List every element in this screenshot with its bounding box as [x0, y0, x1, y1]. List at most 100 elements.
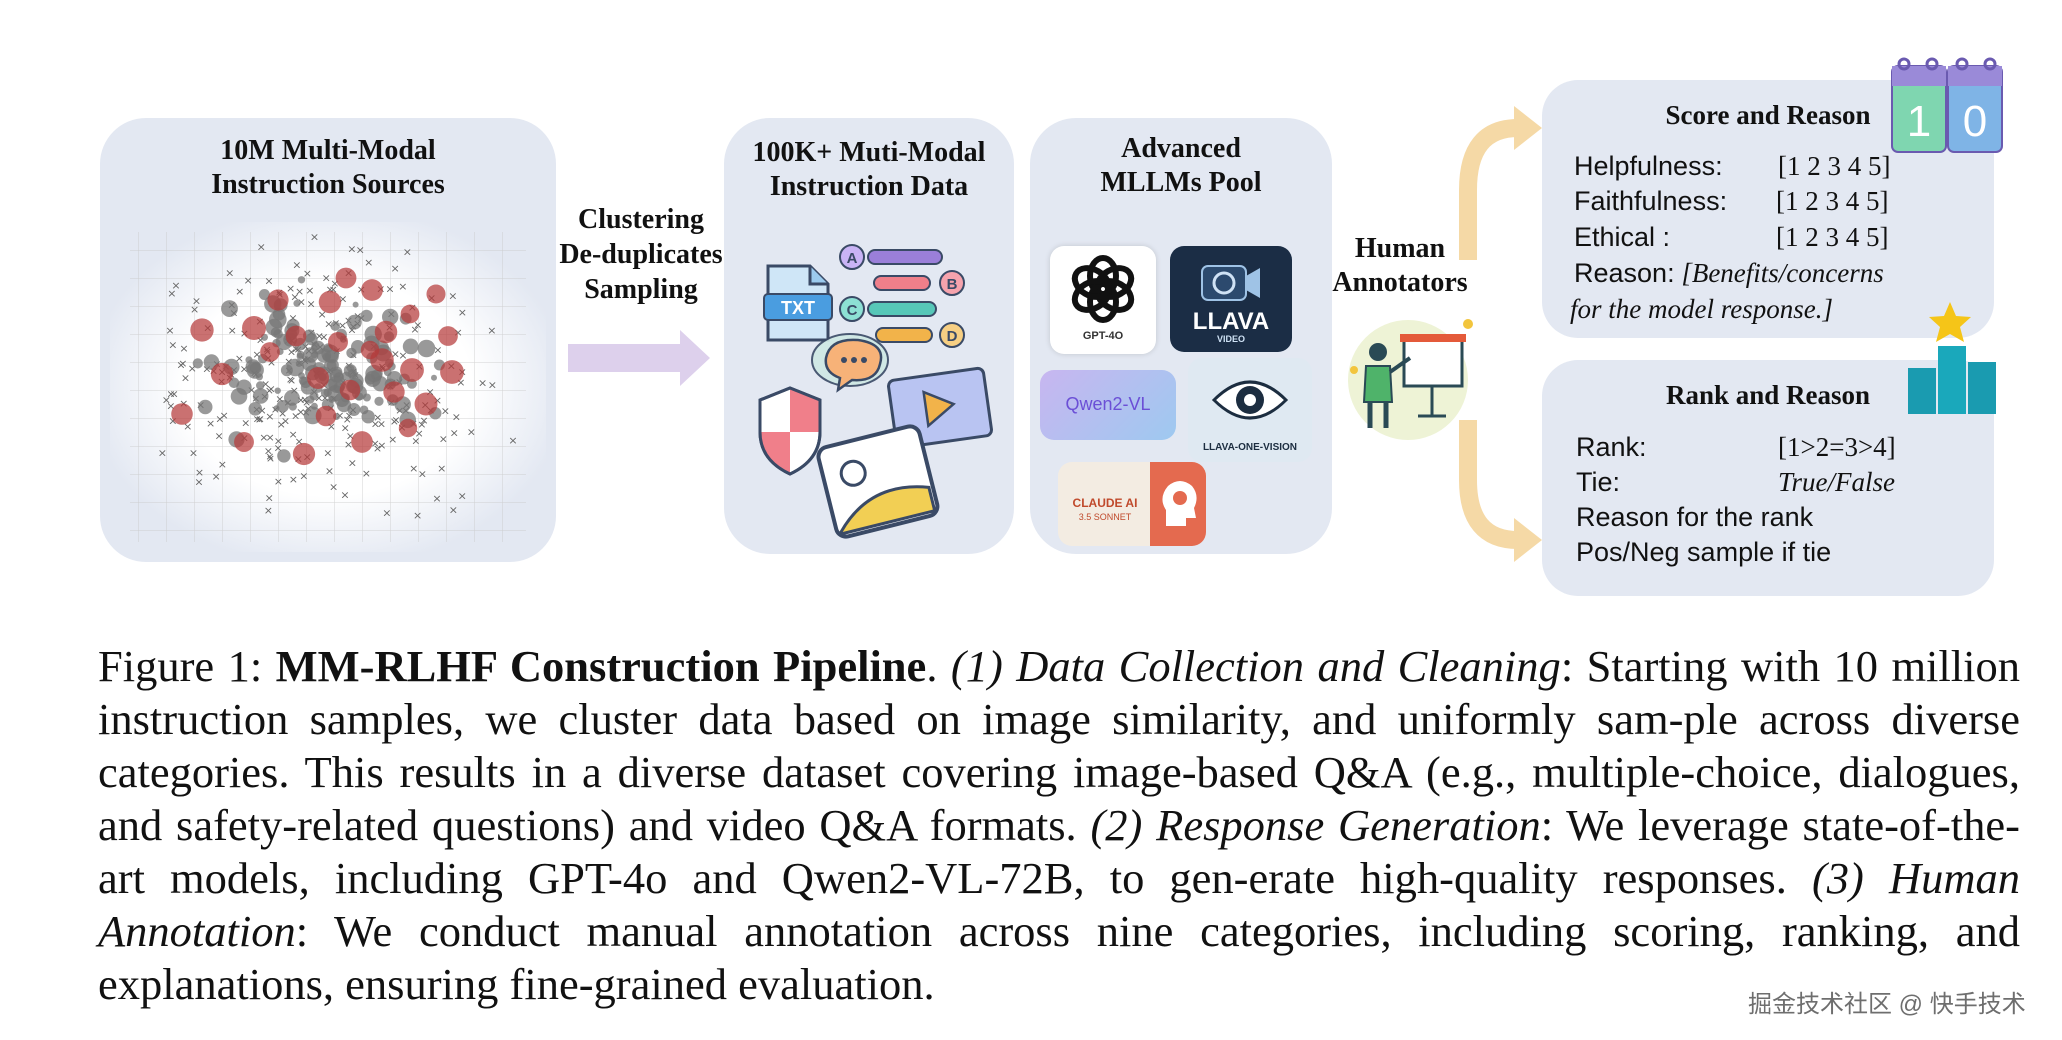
clustering-label: Clustering De-duplicates Sampling: [559, 204, 723, 305]
scatter-cluster-center: [234, 432, 254, 452]
scatter-cross: ×: [385, 283, 394, 296]
safety-shield-icon: [758, 386, 822, 476]
scatter-blob: [372, 376, 388, 392]
scatter-cross: ×: [321, 392, 330, 405]
scatter-cross: ×: [257, 240, 266, 253]
scatter-cross: ×: [176, 358, 185, 371]
scatter-cross: ×: [439, 433, 448, 446]
scatter-cross: ×: [347, 323, 356, 336]
scatter-cluster-center: [400, 304, 420, 324]
scatter-blob: [296, 350, 305, 359]
rank-row-pos-neg: Pos/Neg sample if tie: [1576, 537, 1832, 567]
figure-caption: Figure 1: MM-RLHF Construction Pipeline.…: [98, 641, 2021, 1009]
scatter-cross: ×: [323, 447, 332, 460]
scatter-cross: ×: [319, 331, 328, 344]
scatter-cluster-center: [414, 392, 438, 416]
score-row-ethical: Ethical :: [1574, 222, 1671, 252]
scatter-cross: ×: [433, 344, 442, 357]
scatter-cross: ×: [244, 274, 253, 287]
scatter-cluster-center: [242, 316, 266, 340]
scatter-cluster-center: [440, 360, 464, 384]
caption-title: MM-RLHF Construction Pipeline: [275, 641, 927, 691]
scatter-cross: ×: [267, 383, 276, 396]
scatter-cross: ×: [168, 339, 177, 352]
scatter-cluster-center: [339, 379, 361, 401]
llava-label: LLAVA: [1192, 308, 1270, 335]
scatter-cross: ×: [373, 411, 382, 424]
scatter-blob: [328, 395, 336, 403]
svg-text:B: B: [947, 276, 958, 293]
openai-knot-icon: [1071, 255, 1135, 323]
scatter-blob: [347, 369, 358, 379]
scatter-cross: ×: [441, 405, 450, 418]
scatter-cross: ×: [487, 324, 496, 337]
scatter-cluster-center: [398, 418, 418, 438]
scatter-cross: ×: [292, 258, 301, 271]
qwen2-vl-logo: Qwen2-VL: [1040, 370, 1176, 440]
llava-one-vision-logo: LLAVA-ONE-VISION: [1188, 358, 1312, 462]
scatter-blob: [333, 372, 345, 383]
svg-text:C: C: [847, 302, 858, 319]
scatter-blob: [252, 388, 269, 404]
scatter-cluster-center: [438, 326, 458, 346]
scatter-cross: ×: [179, 342, 188, 355]
scatter-cluster-center: [260, 342, 280, 362]
scatter-cluster-center: [426, 284, 446, 304]
scatter-cross: ×: [329, 283, 338, 296]
rank-value-tie: True/False: [1778, 467, 1896, 497]
scatter-cluster-center: [171, 403, 193, 425]
scatter-cross: ×: [265, 450, 274, 463]
scatter-cross: ×: [289, 428, 298, 441]
scatter-cross: ×: [356, 243, 365, 256]
scatter-cross: ×: [415, 427, 424, 440]
scatter-cross: ×: [166, 388, 175, 401]
scatter-cross: ×: [181, 372, 190, 385]
scatter-cross: ×: [256, 412, 265, 425]
scatter-cross: ×: [299, 470, 308, 483]
scatter-cross: ×: [166, 400, 175, 413]
scatter-cross: ×: [324, 317, 333, 330]
eye-icon: [1211, 380, 1289, 420]
scatter-cross: ×: [158, 446, 167, 459]
scatter-cross: ×: [178, 357, 187, 370]
scatter-cross: ×: [449, 503, 458, 516]
scatter-blob: [347, 403, 361, 416]
scatter-cross: ×: [343, 413, 352, 426]
scatter-cross: ×: [189, 447, 198, 460]
scatter-blob: [402, 338, 419, 355]
svg-text:D: D: [947, 328, 958, 345]
scatter-blob: [258, 289, 270, 300]
scatter-cross: ×: [314, 392, 323, 405]
scatter-cross: ×: [338, 292, 347, 305]
score-value-helpfulness: [1 2 3 4 5]: [1778, 151, 1891, 181]
scatter-cross: ×: [448, 290, 457, 303]
scatter-cross: ×: [171, 279, 180, 292]
score-row-helpfulness: Helpfulness:: [1574, 151, 1723, 181]
scatter-cross: ×: [347, 243, 356, 256]
claude-ai-label: CLAUDE AI: [1072, 496, 1138, 510]
human-annotators-label: Human Annotators: [1332, 233, 1468, 298]
scatter-cross: ×: [398, 280, 407, 293]
scatter-cluster-center: [374, 320, 398, 344]
scatter-cluster-center: [383, 381, 405, 403]
scatter-blob: [346, 347, 357, 359]
scatter-cluster-center: [318, 290, 342, 314]
scatter-cross: ×: [391, 262, 400, 275]
scatter-cross: ×: [278, 407, 287, 420]
scatter-cross: ×: [274, 475, 283, 488]
scatter-cross: ×: [291, 342, 300, 355]
rank-row-rank: Rank:: [1576, 432, 1647, 462]
scatter-blob: [330, 321, 340, 331]
scatter-cross: ×: [274, 434, 283, 447]
rank-row-reason: Reason for the rank: [1576, 502, 1814, 532]
score-card-title: Score and Reason: [1665, 100, 1871, 130]
scatter-cross: ×: [168, 415, 177, 428]
scatter-cross: ×: [286, 282, 295, 295]
scatter-cross: ×: [287, 346, 296, 359]
scatter-cluster-center: [335, 267, 357, 289]
image-icon: [816, 424, 940, 539]
scatter-blob: [192, 358, 203, 369]
scatter-cross: ×: [452, 411, 461, 424]
scatter-cross: ×: [432, 492, 441, 505]
scatter-cross: ×: [413, 318, 422, 331]
